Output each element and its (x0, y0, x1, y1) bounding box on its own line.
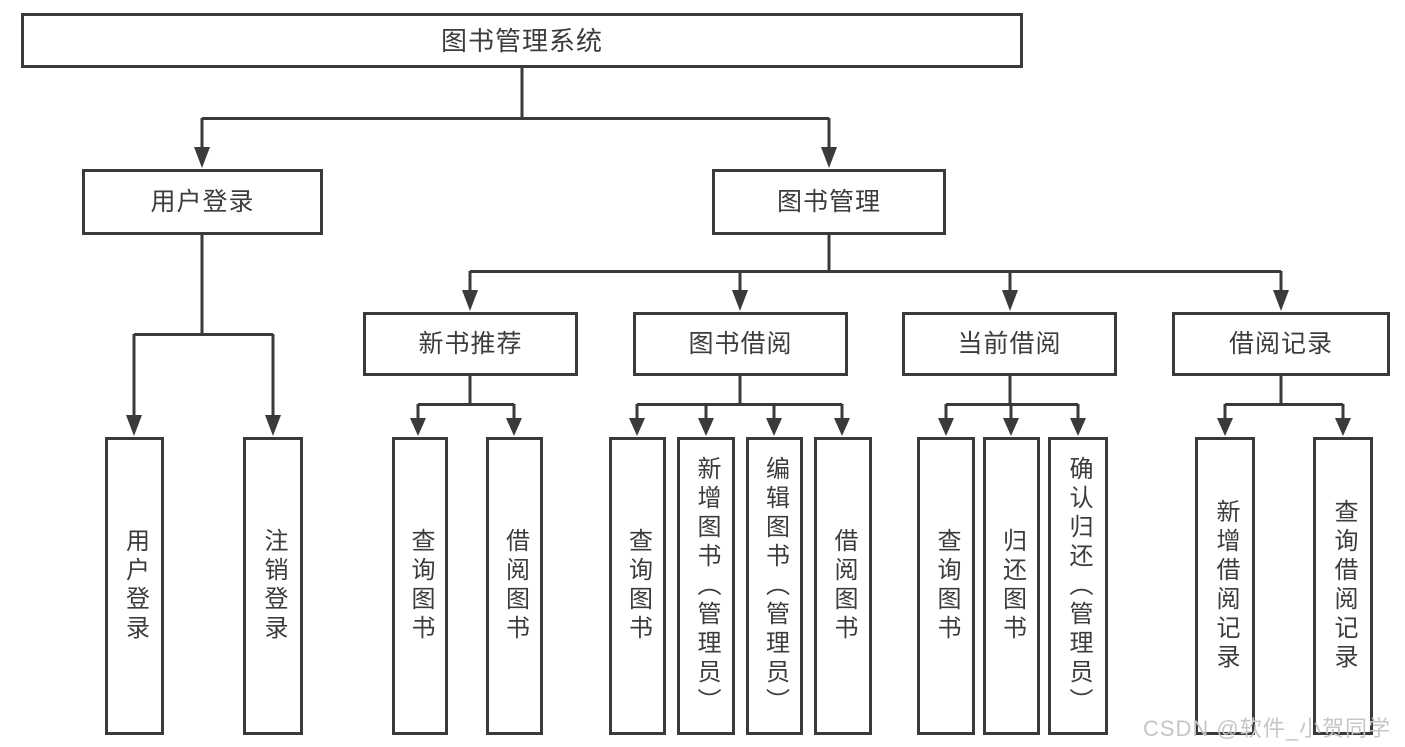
leaf-current-query-book: 查询图书 (917, 437, 975, 735)
leaf-records-add-record: 新增借阅记录 (1195, 437, 1255, 735)
leaf-borrowing-edit-book-admin: 编辑图书（管理员） (746, 437, 803, 735)
node-book-management: 图书管理 (712, 169, 946, 235)
leaf-records-query-record: 查询借阅记录 (1313, 437, 1373, 735)
arrowhead (1217, 418, 1233, 436)
arrowhead (1273, 290, 1289, 311)
edge-recommend-to-leaves (410, 376, 522, 436)
leaf-borrowing-add-book-admin: 新增图书（管理员） (677, 437, 735, 735)
arrowhead (629, 418, 645, 436)
arrowhead (698, 418, 714, 436)
arrowhead (194, 147, 210, 168)
node-book-borrowing: 图书借阅 (633, 312, 848, 376)
edge-borrowing-to-leaves (629, 376, 850, 436)
arrowhead (506, 418, 522, 436)
arrowhead (1003, 418, 1019, 436)
arrowhead (938, 418, 954, 436)
node-new-book-recommend: 新书推荐 (363, 312, 578, 376)
leaf-user-login: 用户登录 (105, 437, 164, 735)
arrowhead (821, 147, 837, 168)
node-borrowing-records: 借阅记录 (1172, 312, 1390, 376)
edge-root-to-level2 (194, 68, 837, 168)
arrowhead (1002, 290, 1018, 311)
arrowhead (265, 415, 281, 436)
arrowhead (1335, 418, 1351, 436)
leaf-current-confirm-return-admin: 确认归还（管理员） (1048, 437, 1108, 735)
edge-records-to-leaves (1217, 376, 1351, 436)
node-current-borrowing: 当前借阅 (902, 312, 1117, 376)
leaf-recommend-query-book: 查询图书 (392, 437, 448, 735)
leaf-borrowing-query-book: 查询图书 (609, 437, 666, 735)
leaf-current-return-book: 归还图书 (983, 437, 1040, 735)
arrowhead (766, 418, 782, 436)
leaf-recommend-borrow-book: 借阅图书 (486, 437, 543, 735)
edge-current-to-leaves (938, 376, 1086, 436)
leaf-logout: 注销登录 (243, 437, 303, 735)
csdn-watermark: CSDN @软件_小贺同学 (1142, 716, 1391, 741)
arrowhead (732, 290, 748, 311)
arrowhead (126, 415, 142, 436)
arrowhead (462, 290, 478, 311)
node-user-login: 用户登录 (82, 169, 323, 235)
arrowhead (1070, 418, 1086, 436)
arrowhead (834, 418, 850, 436)
leaf-borrowing-borrow-book: 借阅图书 (814, 437, 872, 735)
edge-bookmgmt-to-level3 (462, 235, 1289, 311)
edge-userlogin-to-leaves (126, 235, 281, 436)
node-root-system: 图书管理系统 (21, 13, 1023, 68)
arrowhead (410, 418, 426, 436)
